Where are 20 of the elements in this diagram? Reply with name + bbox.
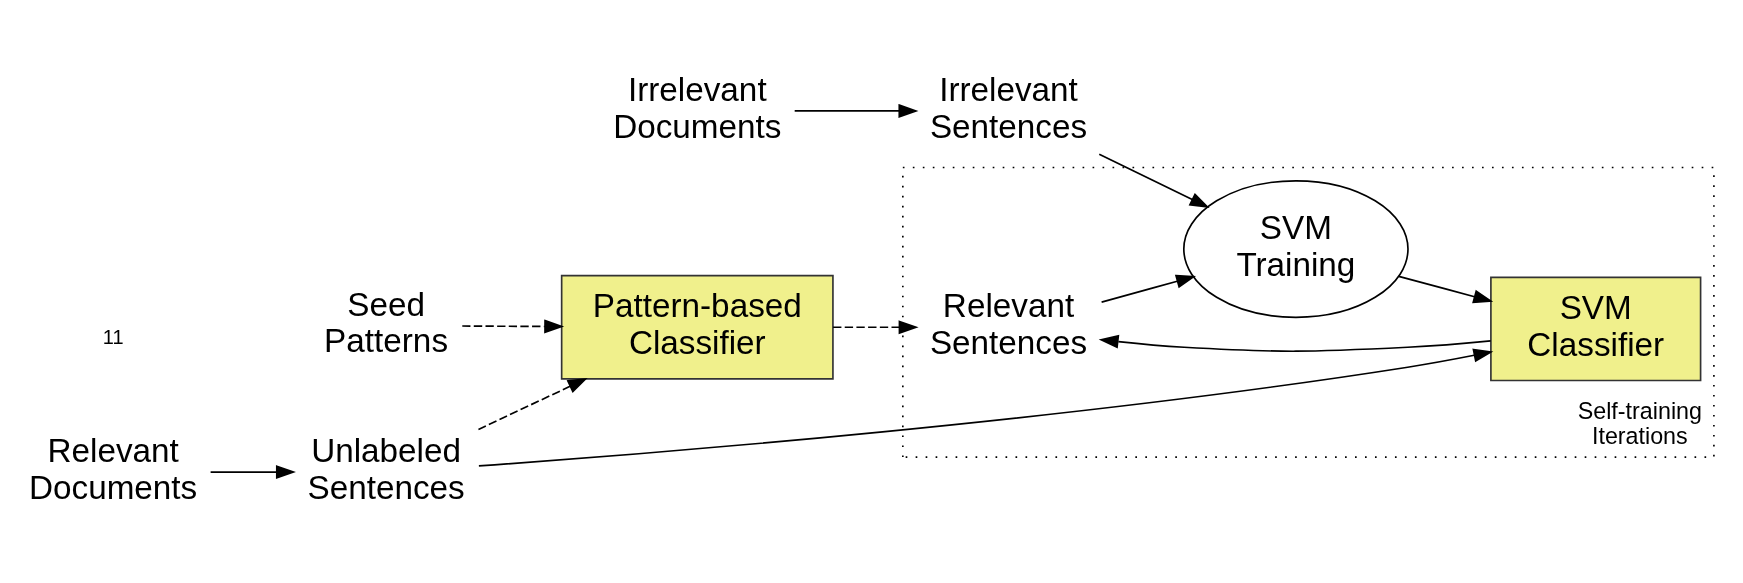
arrow: [793, 103, 919, 118]
node-ellipse: SVM Training: [1183, 179, 1409, 319]
arrow: [1098, 334, 1492, 353]
node-text: Irrelevant Documents: [613, 70, 782, 145]
node-text: Relevant Documents: [29, 432, 198, 506]
node-text: Relevant Sentences: [929, 287, 1088, 361]
arrow: [1100, 274, 1197, 303]
node-box: Pattern-based Classifier: [560, 274, 834, 380]
arrow: [477, 378, 588, 431]
node-text: Unlabeled Sentences: [307, 432, 465, 506]
arrow: [478, 348, 1494, 467]
arrow: [1397, 275, 1494, 304]
node-text: Irrelevant Sentences: [929, 70, 1088, 145]
label: 11: [102, 326, 124, 349]
node-box: SVM Classifier: [1490, 276, 1702, 382]
arrow: [1098, 153, 1210, 208]
arrow: [832, 320, 919, 335]
arrow: [461, 319, 565, 334]
node-text: Seed Patterns: [324, 285, 449, 360]
arrow: [209, 465, 296, 480]
